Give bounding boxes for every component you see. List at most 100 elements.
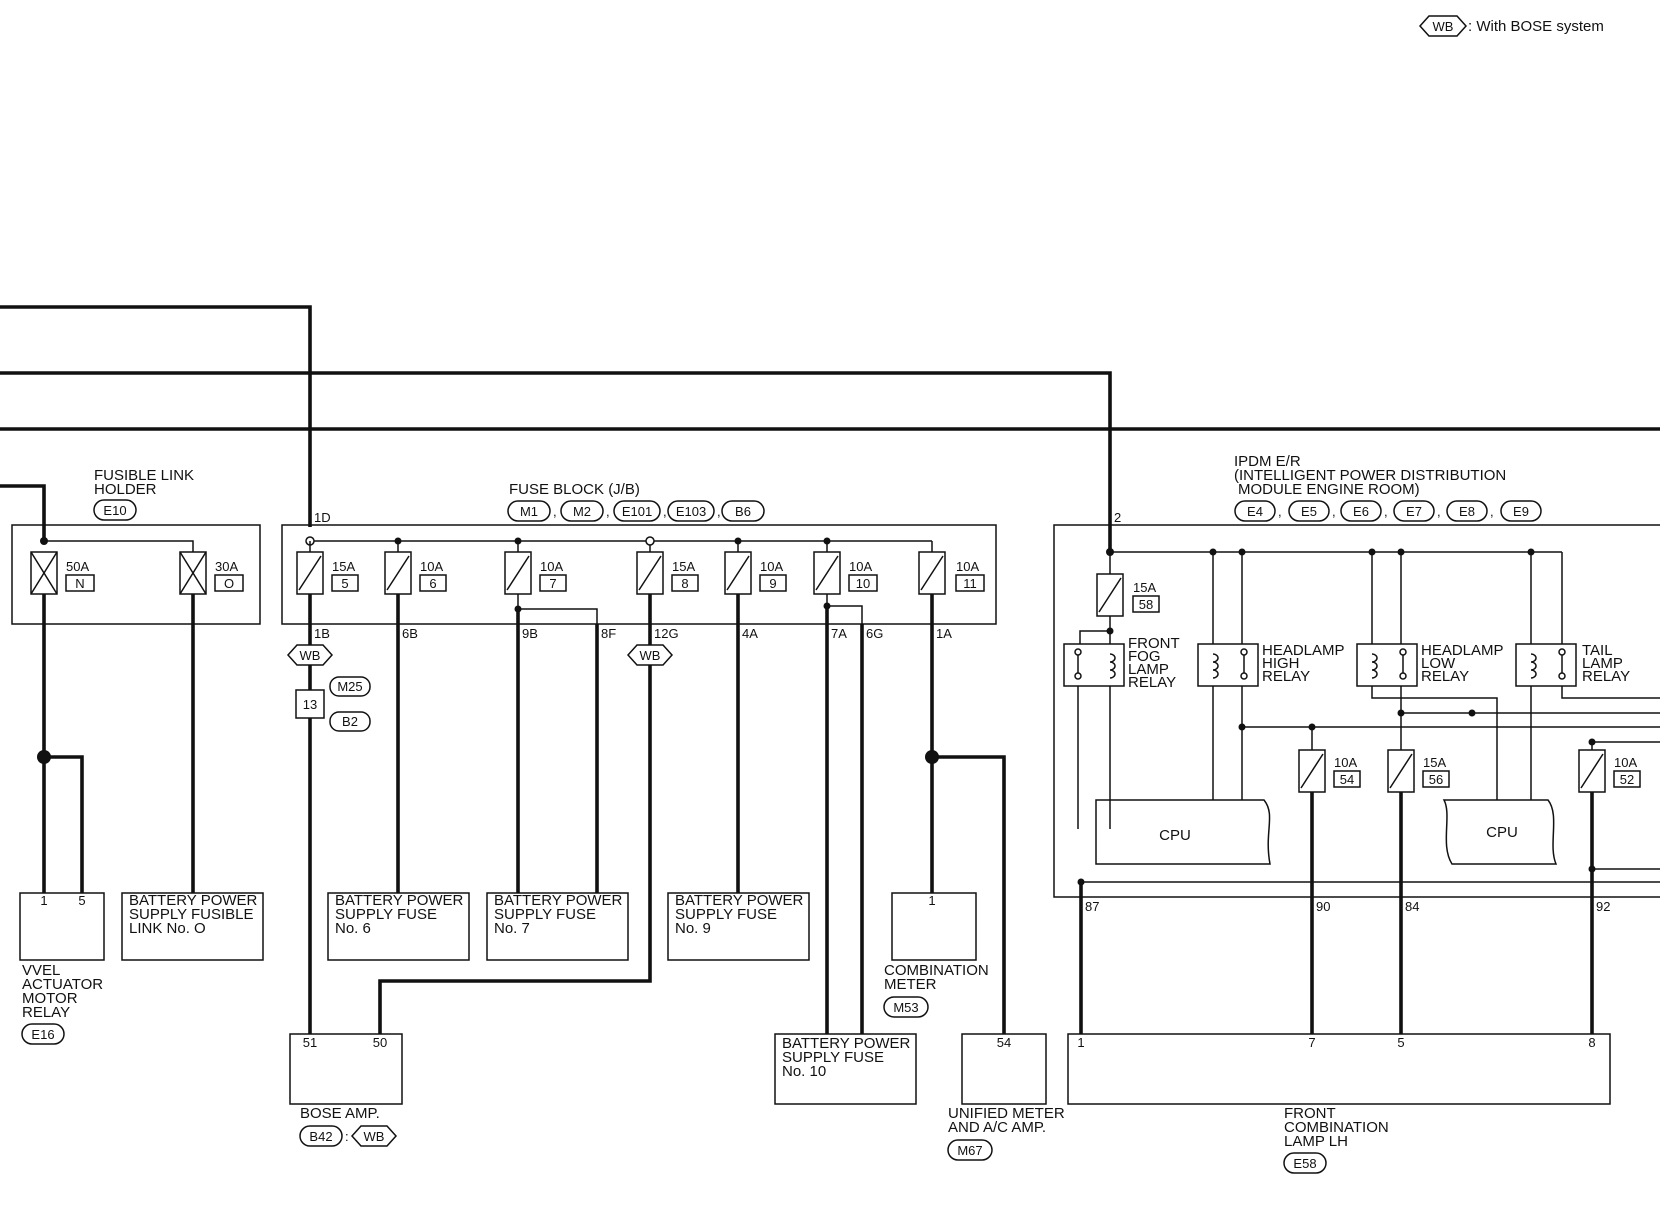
- component-label: MOTOR: [22, 990, 78, 1007]
- ipdm-title-1: IPDM E/R: [1234, 453, 1301, 470]
- svg-text:,: ,: [717, 504, 721, 519]
- fuse-rating: 10A: [956, 559, 979, 574]
- connector-badge: E9: [1513, 504, 1529, 519]
- fuse-id: 56: [1429, 772, 1443, 787]
- component-label: COMBINATION: [884, 962, 989, 979]
- connector-badge: M53: [893, 1000, 918, 1015]
- pin-label: 4A: [742, 626, 758, 641]
- relay-label: RELAY: [1421, 668, 1469, 685]
- cpu-block: [1442, 799, 1558, 865]
- wb-tag-shape: [286, 644, 334, 666]
- component-label: SUPPLY FUSE: [675, 906, 777, 923]
- svg-text:,: ,: [1384, 504, 1388, 519]
- relay-label: RELAY: [1582, 668, 1630, 685]
- relay-headlamp-high: HEADLAMP HIGH RELAY: [1197, 552, 1345, 800]
- bose-amp: 51 50 BOSE AMP. B42 : WB: [289, 1033, 403, 1147]
- component-label: ACTUATOR: [22, 976, 103, 993]
- component-label: No. 9: [675, 920, 711, 937]
- fuse-rating: 10A: [1334, 755, 1357, 770]
- fuse-rating: 15A: [332, 559, 355, 574]
- wire-top-1: [0, 305, 312, 527]
- fuse-rating: 10A: [420, 559, 443, 574]
- fuse-id: 52: [1620, 772, 1634, 787]
- legend-tag: WB: [1433, 19, 1454, 34]
- pin-label: 1: [40, 893, 47, 908]
- fuse-id-box: [214, 574, 244, 592]
- pin-label: 50: [373, 1035, 387, 1050]
- pin-label: 54: [997, 1035, 1011, 1050]
- svg-text::: :: [345, 1129, 349, 1144]
- fuse-id: 58: [1139, 597, 1153, 612]
- fuse-id: N: [75, 576, 84, 591]
- splice-connector: [295, 689, 325, 719]
- fuse-block-box: [281, 524, 997, 625]
- relay-label: LAMP: [1128, 661, 1169, 678]
- fusible-link-connector: E10: [103, 503, 126, 518]
- fuse-block-connectors: M1 , M2 , E101 , E103 , B6: [507, 500, 765, 522]
- component-label: No. 10: [782, 1063, 826, 1080]
- fuse-7: 10A 7: [504, 541, 567, 595]
- component-label: LINK No. O: [129, 920, 206, 937]
- pin-label: 1: [1077, 1035, 1084, 1050]
- cpu-label: CPU: [1159, 827, 1191, 844]
- wb-tag-shape: [350, 1125, 398, 1147]
- front-combination-lamp-lh: 1 7 5 8 FRONT COMBINATION LAMP LH E58: [1067, 1033, 1611, 1174]
- component-label: SUPPLY FUSE: [494, 906, 596, 923]
- wire-fusible-in: [0, 484, 46, 541]
- relay-label: HIGH: [1262, 655, 1300, 672]
- vvel-actuator-motor-relay: 1 5 VVEL ACTUATOR MOTOR RELAY E16: [19, 892, 105, 1045]
- connector-badge: B2: [342, 714, 358, 729]
- fuse-id: 10: [856, 576, 870, 591]
- component-label: SUPPLY FUSE: [782, 1049, 884, 1066]
- fuse-rating: 10A: [540, 559, 563, 574]
- battery-power-supply-fuse-7: BATTERY POWER SUPPLY FUSE No. 7: [486, 892, 629, 961]
- wb-tag: WB: [640, 648, 661, 663]
- splice-pin: 13: [303, 697, 317, 712]
- fuse-rating: 15A: [672, 559, 695, 574]
- combination-meter: 1 COMBINATION METER M53: [883, 892, 989, 1018]
- component-label: BATTERY POWER: [782, 1035, 911, 1052]
- fuse-rating: 30A: [215, 559, 238, 574]
- pin-label: 51: [303, 1035, 317, 1050]
- wb-tag: WB: [300, 648, 321, 663]
- fuse-rating: 15A: [1423, 755, 1446, 770]
- fuse-rating: 15A: [1133, 580, 1156, 595]
- component-label: VVEL: [22, 962, 60, 979]
- fuse-id-box: [65, 574, 95, 592]
- component-label: No. 6: [335, 920, 371, 937]
- relay-label: HEADLAMP: [1262, 642, 1345, 659]
- svg-text:,: ,: [553, 504, 557, 519]
- pin-label: 1A: [936, 626, 952, 641]
- pin-label: 8F: [601, 626, 616, 641]
- battery-power-supply-fusible-link-o: BATTERY POWER SUPPLY FUSIBLE LINK No. O: [121, 892, 264, 961]
- fuse-id: 8: [681, 576, 688, 591]
- component-label: BOSE AMP.: [300, 1105, 380, 1122]
- connector-badge: E103: [676, 504, 706, 519]
- fuse-id: 11: [963, 576, 977, 591]
- component-label: AND A/C AMP.: [948, 1119, 1046, 1136]
- fuse-id: O: [224, 576, 234, 591]
- relay-icon: [1197, 643, 1259, 687]
- relay-front-fog: FRONT FOG LAMP RELAY: [1063, 630, 1180, 829]
- connector-badge: B42: [309, 1129, 332, 1144]
- pin-label: 5: [1397, 1035, 1404, 1050]
- connector-badge: E58: [1293, 1156, 1316, 1171]
- relay-label: LAMP: [1582, 655, 1623, 672]
- connector-badge: B6: [735, 504, 751, 519]
- pin-label: 6B: [402, 626, 418, 641]
- svg-text:,: ,: [1437, 504, 1441, 519]
- coil-icon: [1109, 653, 1116, 679]
- fuse-block-title: FUSE BLOCK (J/B): [509, 481, 640, 498]
- component-label: No. 7: [494, 920, 530, 937]
- wire-top-2: [0, 371, 1112, 552]
- component-label: FRONT: [1284, 1105, 1336, 1122]
- fuse-rating: 50A: [66, 559, 89, 574]
- relay-label: FRONT: [1128, 635, 1180, 652]
- svg-text:,: ,: [1332, 504, 1336, 519]
- fuse-id: 6: [429, 576, 436, 591]
- connector-badge: E8: [1459, 504, 1475, 519]
- pin-label: 7A: [831, 626, 847, 641]
- relay-icon: [1356, 643, 1418, 687]
- wb-tag: WB: [364, 1129, 385, 1144]
